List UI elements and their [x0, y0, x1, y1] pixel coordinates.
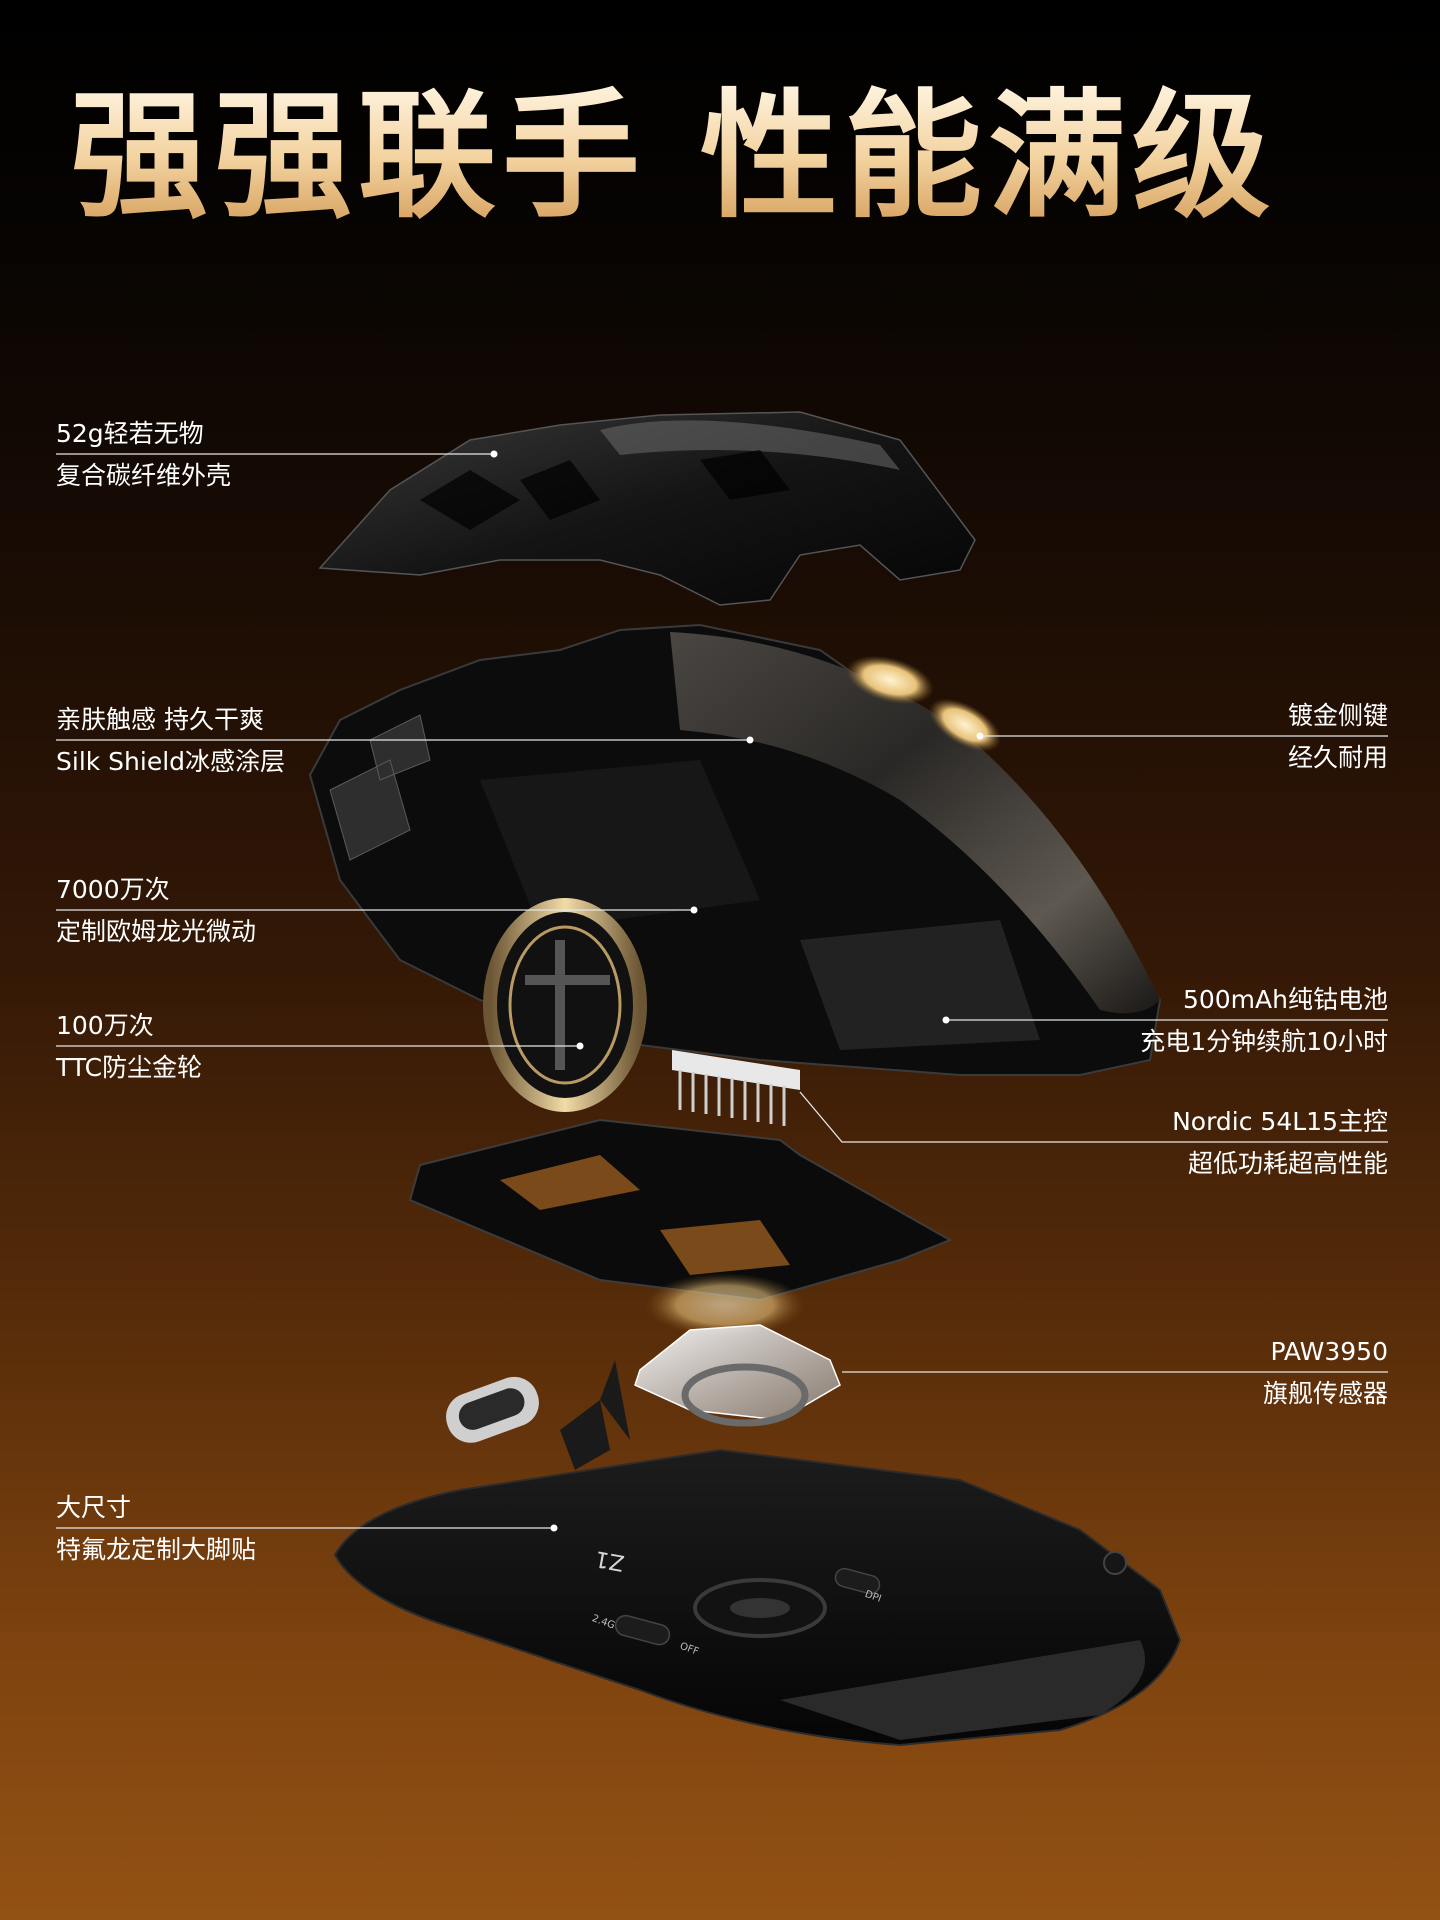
callout-shell: 52g轻若无物 复合碳纤维外壳 [56, 413, 231, 496]
leader-line-coating [56, 736, 754, 744]
top-shell-part [318, 411, 976, 606]
callout-coating-line2: Silk Shield冰感涂层 [56, 747, 286, 776]
leader-line-side-keys [976, 732, 1388, 740]
pcb-plate-part [408, 1118, 953, 1302]
usb-c-port-part [446, 1360, 630, 1470]
leader-line-shell [56, 450, 498, 458]
callout-mcu: Nordic 54L15主控 超低功耗超高性能 [1172, 1101, 1388, 1184]
callout-coating-line1: 亲肤触感 持久干爽 [56, 705, 264, 734]
callout-battery: 500mAh纯钴电池 充电1分钟续航10小时 [1140, 979, 1388, 1062]
callout-mcu-line2: 超低功耗超高性能 [1187, 1149, 1388, 1178]
leader-line-mcu [799, 1091, 1388, 1143]
callout-coating: 亲肤触感 持久干爽 Silk Shield冰感涂层 [56, 699, 285, 782]
leader-line-feet [56, 1524, 558, 1532]
callout-side-keys-line2: 经久耐用 [1287, 743, 1388, 772]
callout-microswitch-line2: 定制欧姆龙光微动 [56, 917, 257, 946]
callout-side-keys: 镀金侧键 经久耐用 [1288, 695, 1388, 778]
leader-line-battery [942, 1016, 1388, 1024]
callout-shell-line1: 52g轻若无物 [56, 419, 204, 448]
callout-battery-line1: 500mAh纯钴电池 [1182, 985, 1388, 1014]
callout-sensor-line2: 旗舰传感器 [1262, 1379, 1388, 1408]
callout-wheel-line2: TTC防尘金轮 [56, 1053, 203, 1082]
callout-microswitch: 7000万次 定制欧姆龙光微动 [56, 869, 256, 952]
callout-feet: 大尺寸 特氟龙定制大脚贴 [56, 1487, 256, 1570]
callout-shell-line2: 复合碳纤维外壳 [56, 461, 232, 490]
callout-wheel-line1: 100万次 [56, 1011, 154, 1040]
callout-side-keys-line1: 镀金侧键 [1287, 701, 1388, 730]
callout-microswitch-line1: 7000万次 [56, 875, 170, 904]
switch-label-dpi: DPI [863, 1589, 882, 1605]
callout-mcu-line1: Nordic 54L15主控 [1172, 1107, 1388, 1136]
sensor-part [634, 1273, 841, 1427]
callout-sensor-line1: PAW3950 [1270, 1337, 1388, 1366]
callout-sensor: PAW3950 旗舰传感器 [1263, 1331, 1388, 1414]
mcu-chip-part [672, 1050, 800, 1126]
callout-feet-line1: 大尺寸 [56, 1493, 132, 1522]
leader-line-wheel [56, 1042, 584, 1050]
page-headline: 强强联手 性能满级 [70, 76, 1277, 237]
model-mark-text: Z1 [593, 1545, 626, 1575]
scroll-wheel-part [483, 898, 647, 1112]
leader-line-microswitch [56, 906, 698, 914]
callout-wheel: 100万次 TTC防尘金轮 [56, 1005, 202, 1088]
callout-feet-line2: 特氟龙定制大脚贴 [56, 1535, 257, 1564]
callout-battery-line2: 充电1分钟续航10小时 [1140, 1027, 1388, 1056]
base-plate-part: Z1 2.4G OFF DPI [333, 1448, 1182, 1747]
main-shell-part [308, 623, 1162, 1076]
